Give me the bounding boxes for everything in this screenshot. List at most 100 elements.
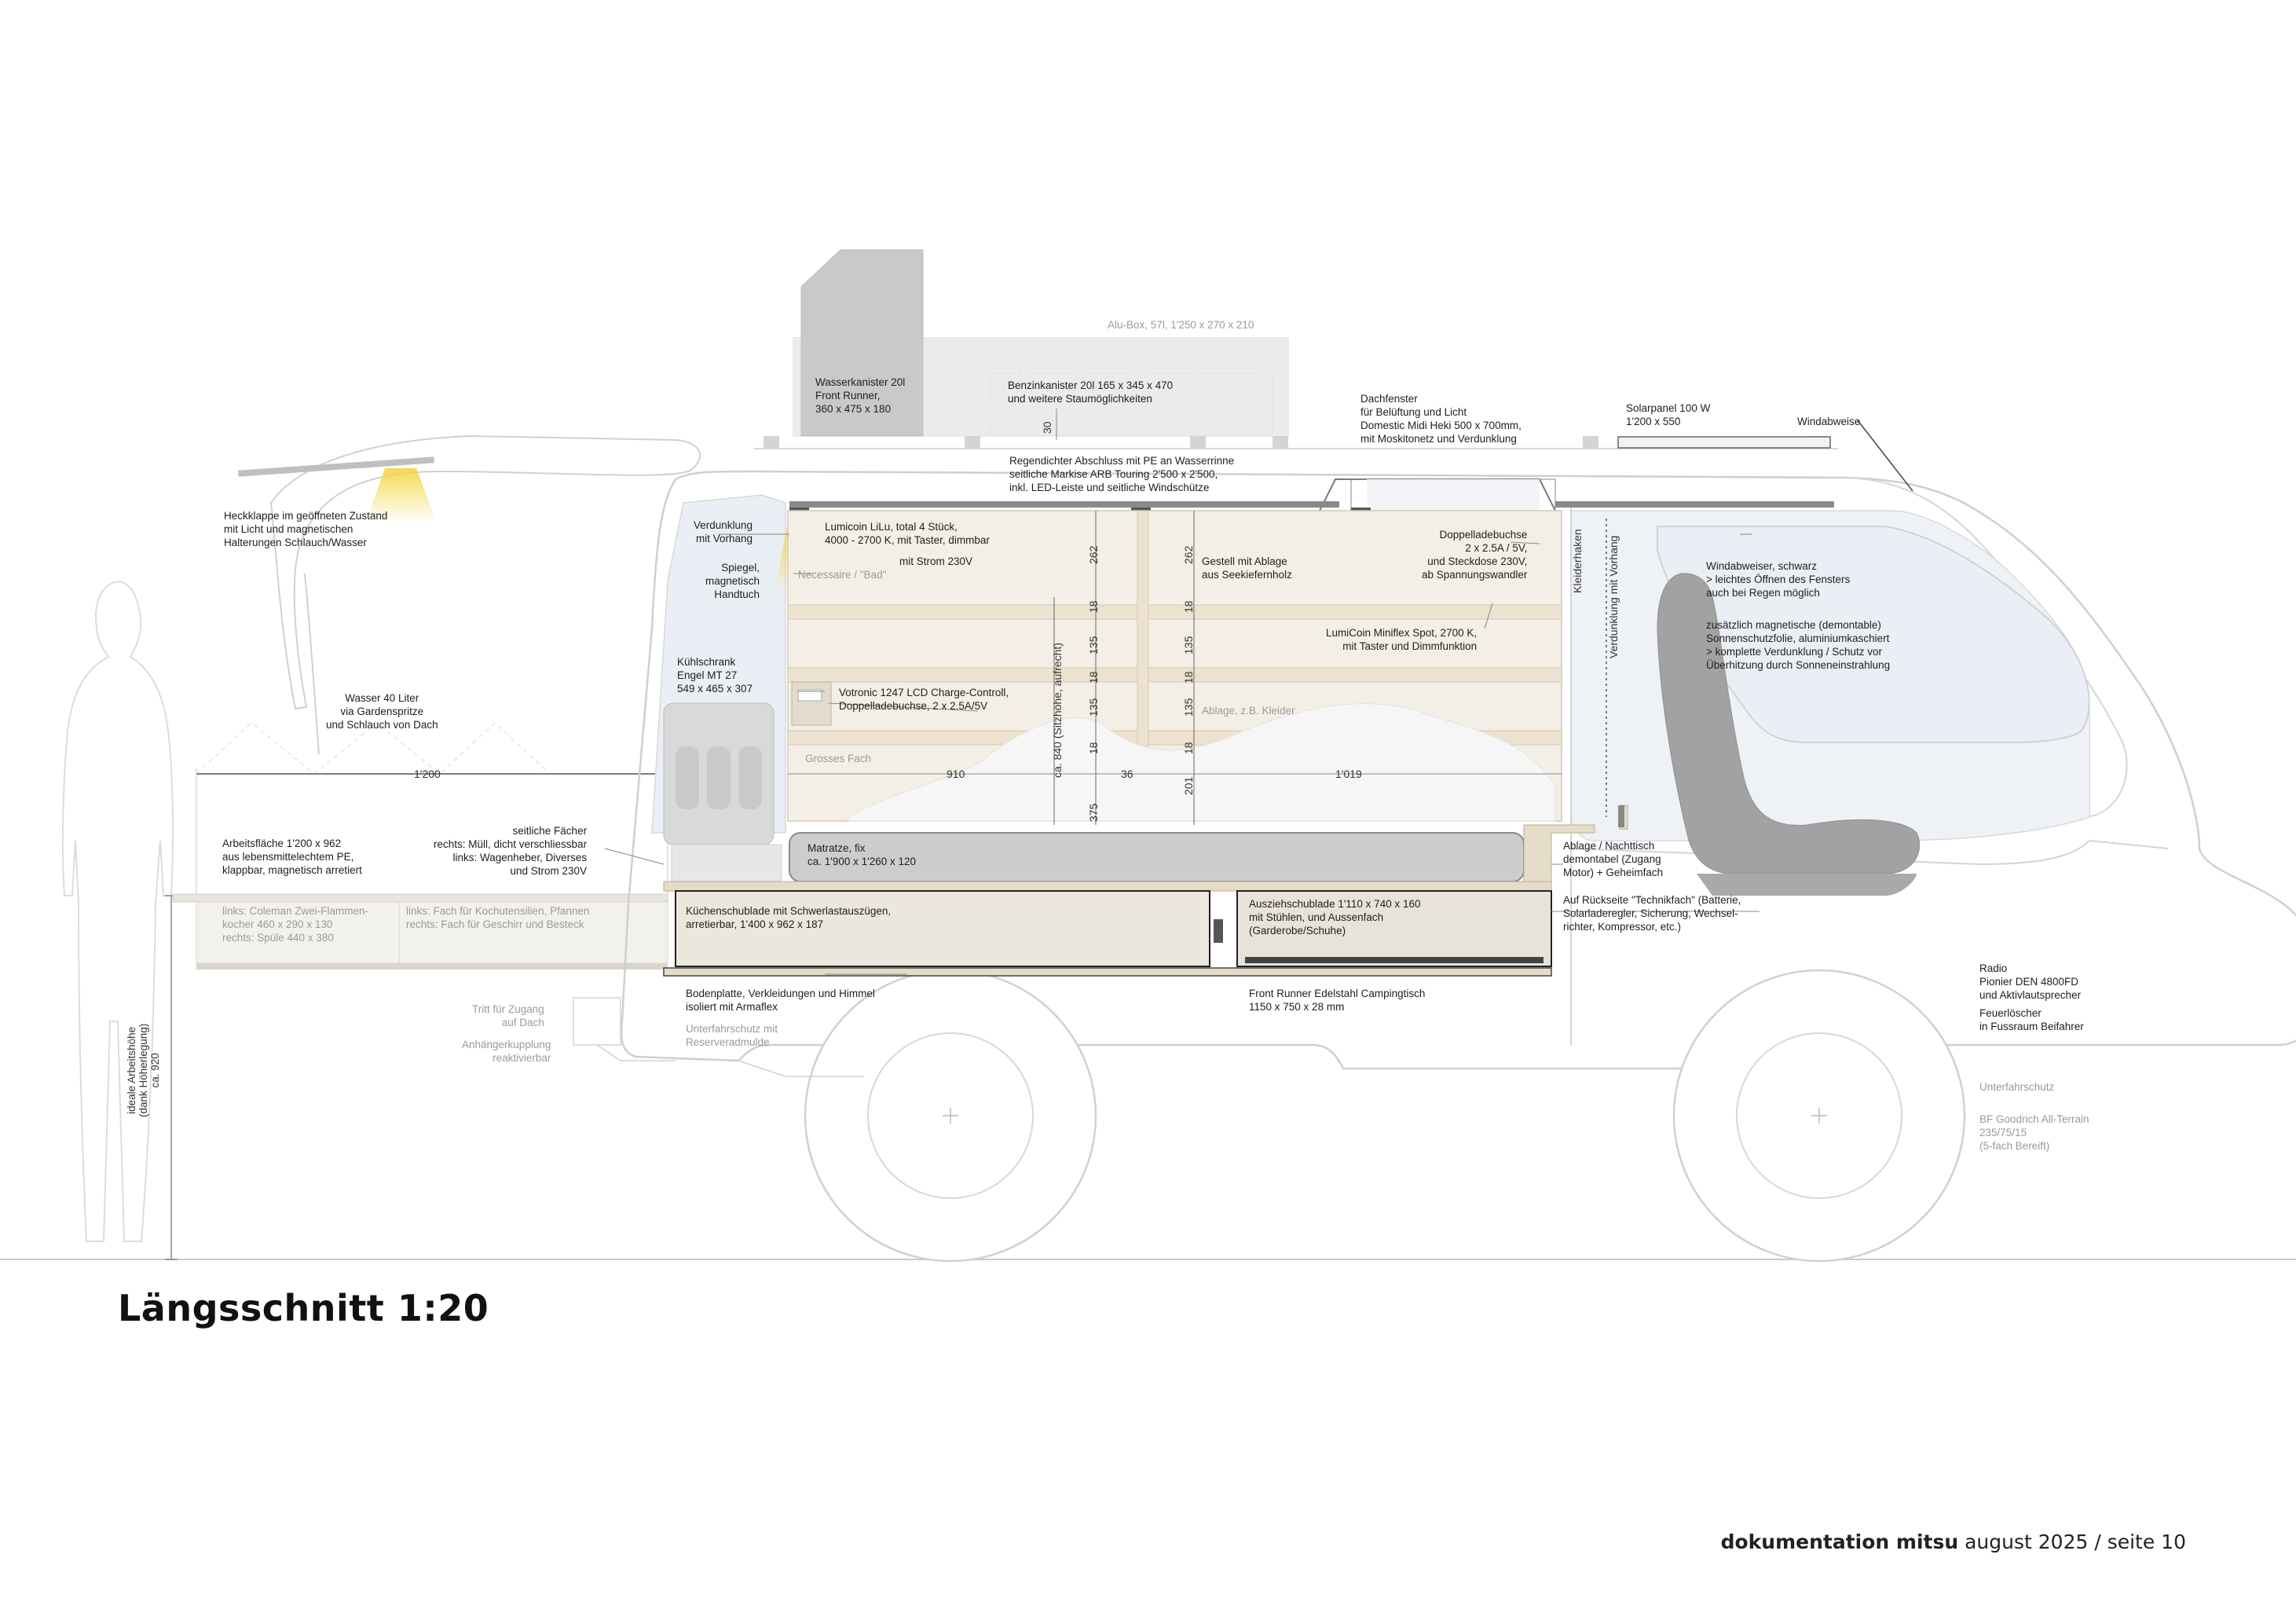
label-lumicoin: Lumicoin LiLu, total 4 Stück, 4000 - 270… <box>825 521 990 546</box>
van-body-outline <box>620 470 2296 1070</box>
bed-base <box>663 881 1552 892</box>
label-verdunklung-vorhang: Verdunklung mit Vorhang <box>1607 535 1620 658</box>
dim-1019: 1'019 <box>1335 768 1362 780</box>
solar-panel <box>1617 436 1831 449</box>
label-grosses-fach: Grosses Fach <box>805 753 872 764</box>
front-door-lower <box>1570 839 2169 866</box>
camping-table <box>1245 957 1543 963</box>
wheel-center <box>943 1108 958 1124</box>
label-wasser: Wasser 40 Liter via Gardenspritze und Sc… <box>326 692 438 731</box>
footer-doc-name: dokumentation mitsu <box>1720 1531 1959 1553</box>
dim-18-left-1: 18 <box>1087 600 1100 613</box>
towbar <box>596 1044 676 1061</box>
label-kleiderhaken: Kleiderhaken <box>1571 529 1584 593</box>
rear-wheel-rim <box>867 1032 1034 1199</box>
footer-date-page: august 2025 / seite 10 <box>1958 1531 2186 1553</box>
kitchen-drawer-extended <box>196 901 668 964</box>
bedding-shapes <box>848 703 1556 822</box>
dim-18-left-2: 18 <box>1087 671 1100 684</box>
label-feuerloescher: Feuerlöscher in Fussraum Beifahrer <box>1979 1007 2084 1032</box>
label-unterfahrschutz-mulde: Unterfahrschutz mit Reserveradmulde <box>686 1023 778 1048</box>
dim-1200: 1'200 <box>414 768 441 780</box>
worktop <box>172 893 668 903</box>
label-arbeitsflaeche: Arbeitsfläche 1'200 x 962 aus lebensmitt… <box>222 838 362 876</box>
label-kuechenschublade: Küchenschublade mit Schwerlastauszügen, … <box>686 905 892 930</box>
label-alubox: Alu-Box, 57l, 1'250 x 270 x 210 <box>1108 319 1254 331</box>
dim-18-right-2: 18 <box>1182 671 1195 684</box>
kitchen-drawer-base <box>196 963 668 970</box>
front-wheel-rim <box>1736 1032 1902 1199</box>
fridge-vent-3 <box>738 746 762 809</box>
fridge-base <box>671 844 782 883</box>
label-wasserkanister: Wasserkanister 20l Front Runner, 360 x 4… <box>815 376 906 415</box>
dim-18-left-3: 18 <box>1087 742 1100 754</box>
label-technikfach: Auf Rückseite "Technikfach" (Batterie, S… <box>1563 894 1741 933</box>
dim-135-left-2: 135 <box>1087 698 1100 717</box>
driver-seat <box>1657 573 1921 874</box>
dim-36: 36 <box>1121 768 1133 780</box>
label-gestell: Gestell mit Ablage aus Seekiefernholz <box>1202 555 1292 581</box>
label-arbeitshoehe: ideale Arbeitshöhe (dank Höherlegung) ca… <box>126 1023 161 1117</box>
dim-18-right-1: 18 <box>1182 600 1195 613</box>
dim-135-right-1: 135 <box>1182 636 1195 654</box>
label-heckklappe: Heckklappe im geöffneten Zustand mit Lic… <box>224 510 388 548</box>
ceiling-panel-rear <box>789 501 1339 508</box>
label-verdunklung: Verdunklung mit Vorhang <box>694 519 753 544</box>
dim-135-left-1: 135 <box>1087 636 1100 654</box>
dim-262-right: 262 <box>1182 545 1195 564</box>
label-windabweiser: Windabweiser, schwarz > leichtes Öffnen … <box>1706 560 1851 599</box>
label-unterfahrschutz: Unterfahrschutz <box>1979 1081 2055 1093</box>
label-necessaire: Necessaire / "Bad" <box>798 569 887 581</box>
person-silhouette <box>61 580 174 1242</box>
label-benzinkanister: Benzinkanister 20l 165 x 345 x 470 und w… <box>1008 379 1174 405</box>
label-spiegel: Spiegel, magnetisch Handtuch <box>705 562 760 600</box>
hatch-light-bar <box>238 456 434 477</box>
coat-hook <box>1618 805 1624 827</box>
awning-lines <box>196 721 551 775</box>
label-bodenplatte: Bodenplatte, Verkleidungen und Himmel is… <box>686 988 875 1013</box>
label-dachfenster: Dachfenster für Belüftung und Licht Dome… <box>1360 393 1522 445</box>
drawer-handle <box>1214 919 1223 943</box>
label-sonnenschutz: zusätzlich magnetische (demontable) Sonn… <box>1706 619 1891 671</box>
label-bfgoodrich: BF Goodrich All-Terrain 235/75/15 (5-fac… <box>1979 1113 2089 1152</box>
rear-hatch-open <box>269 434 701 710</box>
dim-262-left: 262 <box>1087 545 1100 564</box>
rear-step <box>573 997 621 1046</box>
label-regendichter: Regendichter Abschluss mit PE an Wasserr… <box>1009 455 1235 493</box>
label-radio: Radio Pionier DEN 4800FD und Aktivlautsp… <box>1979 962 2082 1001</box>
fuel-canister-outline <box>989 372 1273 437</box>
underbody-guard <box>738 1060 864 1077</box>
label-auszieh: Ausziehschublade 1'110 x 740 x 160 mit S… <box>1249 898 1421 937</box>
water-canister <box>800 249 924 437</box>
wheel-center <box>1811 1108 1827 1124</box>
label-seitliche-faecher: seitliche Fächer rechts: Müll, dicht ver… <box>434 825 588 877</box>
label-coleman: links: Coleman Zwei-Flammen- kocher 460 … <box>222 905 369 944</box>
label-solarpanel: Solarpanel 100 W 1'200 x 550 <box>1626 402 1711 427</box>
label-matratze: Matratze, fix ca. 1'900 x 1'260 x 120 <box>807 842 917 867</box>
dim-18-right-3: 18 <box>1182 742 1195 754</box>
label-fach-kochutensilien: links: Fach für Kochutensilien, Pfannen … <box>406 905 590 930</box>
label-strom: mit Strom 230V <box>899 555 973 567</box>
leader-lines <box>604 533 1760 975</box>
dim-840: ca. 840 (Sitzhöhe, aufrecht) <box>1051 643 1064 778</box>
floor-plate <box>663 967 1552 977</box>
dim-375: 375 <box>1087 803 1100 822</box>
label-doppelladebuchse: Doppelladebuchse 2 x 2.5A / 5V, und Stec… <box>1422 529 1528 581</box>
label-ablage-kleider: Ablage, z.B. Kleider <box>1202 705 1295 717</box>
label-lumicoin-spot: LumiCoin Miniflex Spot, 2700 K, mit Tast… <box>1326 627 1478 652</box>
fridge-vent-1 <box>676 746 699 809</box>
label-tritt: Tritt für Zugang auf Dach <box>472 1003 544 1028</box>
label-ablage-nachttisch: Ablage / Nachttisch demontabel (Zugang M… <box>1563 840 1664 878</box>
extension-drawer <box>1236 890 1552 967</box>
votronic-panel <box>791 681 832 726</box>
page-title: Längsschnitt 1:20 <box>118 1287 489 1329</box>
label-campingtisch: Front Runner Edelstahl Campingtisch 1150… <box>1249 988 1426 1013</box>
wind-deflector <box>1857 420 1913 492</box>
hatch-grip <box>304 573 320 755</box>
fridge-vent-2 <box>707 746 731 809</box>
seat-base <box>1697 874 1917 896</box>
kitchen-drawer <box>675 890 1210 967</box>
dim-201: 201 <box>1182 776 1195 795</box>
page-footer: dokumentation mitsu august 2025 / seite … <box>1721 1531 2186 1553</box>
